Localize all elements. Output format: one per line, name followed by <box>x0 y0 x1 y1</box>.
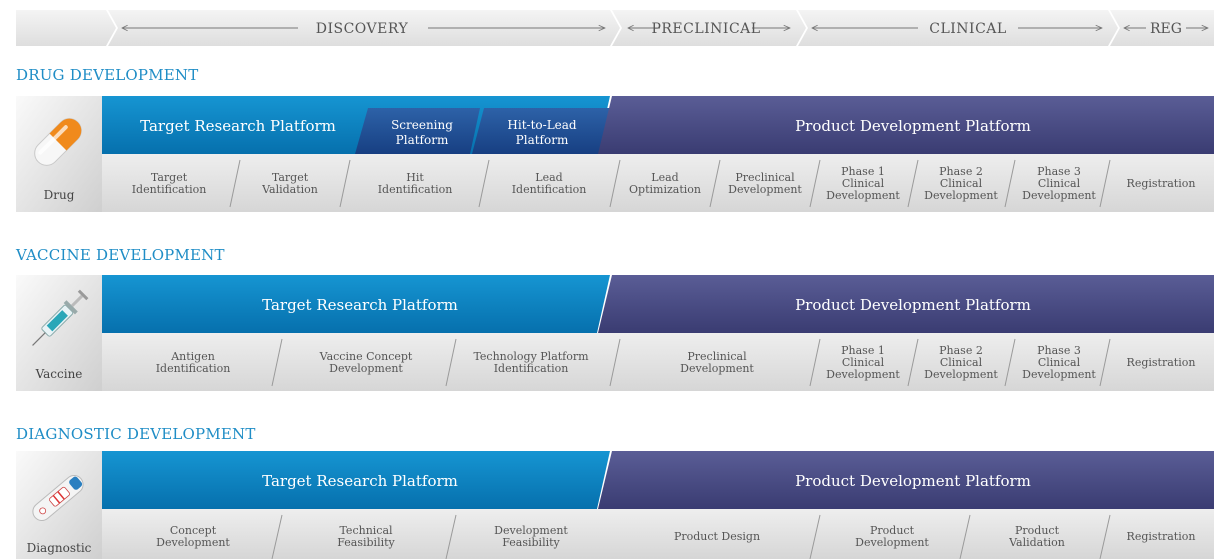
phase-label-reg: REG <box>1150 21 1182 37</box>
icon-label-vaccine: Vaccine <box>35 367 83 381</box>
pill-icon <box>34 118 82 166</box>
diagnostic-steps-bar <box>102 509 1214 559</box>
platform-label-product-development: Product Development Platform <box>795 117 1031 135</box>
phase-header: DISCOVERY PRECLINICAL CLINICAL REG <box>16 10 1214 46</box>
section-title-diagnostic: DIAGNOSTIC DEVELOPMENT <box>16 425 256 443</box>
screening-platform-band <box>355 108 480 154</box>
step-lead-identification: Lead Identification <box>511 171 587 196</box>
icon-label-diagnostic: Diagnostic <box>26 541 92 555</box>
step-phase2-clinical: Phase 2 Clinical Development <box>924 344 998 381</box>
step-antigen-identification: Antigen Identification <box>155 350 231 375</box>
phase-header-blank <box>16 10 116 46</box>
step-target-validation: Target Validation <box>262 171 318 196</box>
step-technology-platform-identification: Technology Platform Identification <box>473 350 589 375</box>
step-product-validation: Product Validation <box>1009 524 1065 549</box>
icon-label-drug: Drug <box>43 188 75 202</box>
step-lead-optimization: Lead Optimization <box>629 171 701 196</box>
product-platform-band <box>598 451 1214 509</box>
diagnostic-step-dividers <box>271 514 1111 559</box>
step-phase3-clinical: Phase 3 Clinical Development <box>1022 344 1096 381</box>
phase-label-discovery: DISCOVERY <box>316 21 409 37</box>
product-platform-band <box>598 96 1214 154</box>
test-tube-icon <box>32 475 84 521</box>
step-phase3-clinical: Phase 3 Clinical Development <box>1022 165 1096 202</box>
step-registration: Registration <box>1126 177 1196 190</box>
platform-label-screening: Screening Platform <box>391 118 453 147</box>
vaccine-step-dividers <box>271 338 1111 387</box>
step-registration: Registration <box>1126 356 1196 369</box>
platform-label-target-research: Target Research Platform <box>262 296 458 314</box>
target-platform-band <box>102 275 610 333</box>
step-registration: Registration <box>1126 530 1196 543</box>
syringe-icon <box>32 289 89 346</box>
step-hit-identification: Hit Identification <box>377 171 453 196</box>
platform-label-target-research: Target Research Platform <box>140 117 336 135</box>
step-technical-feasibility: Technical Feasibility <box>337 524 395 549</box>
phase-label-preclinical: PRECLINICAL <box>651 21 760 37</box>
step-target-identification: Target Identification <box>131 171 207 196</box>
step-concept-development: Concept Development <box>156 524 230 549</box>
step-phase1-clinical: Phase 1 Clinical Development <box>826 344 900 381</box>
step-phase2-clinical: Phase 2 Clinical Development <box>924 165 998 202</box>
step-preclinical-development: Preclinical Development <box>728 171 802 196</box>
drug-steps-bar <box>102 154 1214 212</box>
product-platform-band <box>598 275 1214 333</box>
step-development-feasibility: Development Feasibility <box>494 524 568 549</box>
section-title-vaccine: VACCINE DEVELOPMENT <box>16 246 225 264</box>
platform-label-target-research: Target Research Platform <box>262 472 458 490</box>
phase-segment-clinical <box>798 10 1118 46</box>
hit-to-lead-platform-band <box>472 108 612 154</box>
phase-segment-reg <box>1110 10 1214 46</box>
vaccine-icon-box <box>16 275 102 391</box>
step-phase1-clinical: Phase 1 Clinical Development <box>826 165 900 202</box>
phase-label-clinical: CLINICAL <box>929 21 1006 37</box>
step-product-design: Product Design <box>673 530 761 543</box>
step-preclinical-development: Preclinical Development <box>680 350 754 375</box>
phase-segment-preclinical <box>612 10 806 46</box>
phase-segment-discovery <box>108 10 620 46</box>
platform-label-product-development: Product Development Platform <box>795 472 1031 490</box>
vaccine-steps-bar <box>102 333 1214 391</box>
section-title-drug: DRUG DEVELOPMENT <box>16 66 199 84</box>
target-platform-band <box>102 451 610 509</box>
drug-step-dividers <box>229 159 1111 208</box>
step-product-development: Product Development <box>855 524 929 549</box>
platform-label-product-development: Product Development Platform <box>795 296 1031 314</box>
platform-label-hit-to-lead: Hit-to-Lead Platform <box>507 118 577 147</box>
step-vaccine-concept-development: Vaccine Concept Development <box>319 350 413 375</box>
